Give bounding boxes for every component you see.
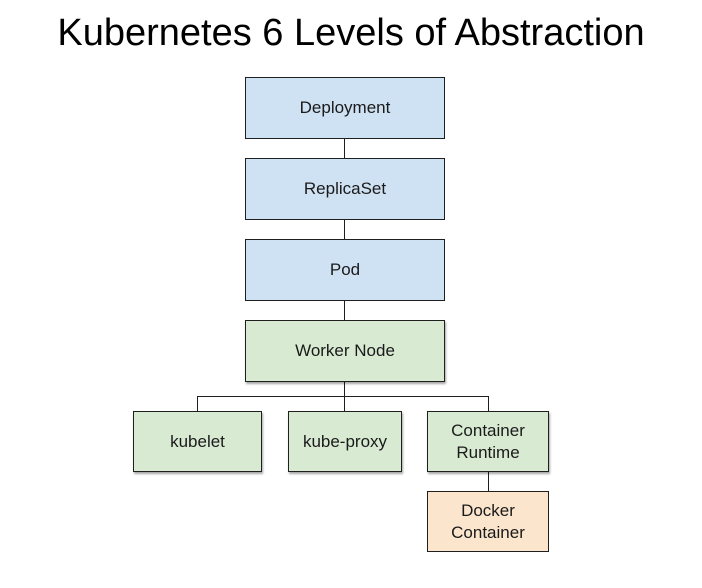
node-pod: Pod — [245, 239, 445, 301]
node-label: ReplicaSet — [303, 179, 387, 198]
node-docker-container: Docker Container — [427, 491, 549, 552]
node-label: Worker Node — [295, 341, 395, 360]
node-replicaset: ReplicaSet — [245, 158, 445, 220]
node-label: kubelet — [170, 431, 225, 451]
node-kube-proxy: kube-proxy — [288, 411, 402, 472]
node-label-line2: Container — [451, 522, 525, 542]
node-kubelet: kubelet — [133, 411, 262, 472]
edge-branch-horizontal — [197, 396, 489, 397]
node-label-line1: Container — [451, 420, 525, 440]
edge-pod-worker-node — [344, 301, 345, 320]
edge-replicaset-pod — [344, 220, 345, 239]
edge-deployment-replicaset — [344, 139, 345, 158]
node-worker-node: Worker Node — [245, 320, 445, 382]
node-label: Deployment — [299, 98, 391, 117]
node-label-line2: Runtime — [456, 442, 520, 462]
diagram-title: Kubernetes 6 Levels of Abstraction — [57, 12, 645, 54]
edge-worker-node-container-runtime — [488, 396, 489, 411]
edge-container-runtime-docker — [488, 472, 489, 491]
edge-worker-node-kubelet — [197, 396, 198, 411]
node-label-line1: Docker — [461, 500, 515, 520]
node-label: kube-proxy — [302, 431, 388, 451]
node-container-runtime: Container Runtime — [427, 411, 549, 472]
node-label: Pod — [329, 260, 361, 279]
node-deployment: Deployment — [245, 77, 445, 139]
